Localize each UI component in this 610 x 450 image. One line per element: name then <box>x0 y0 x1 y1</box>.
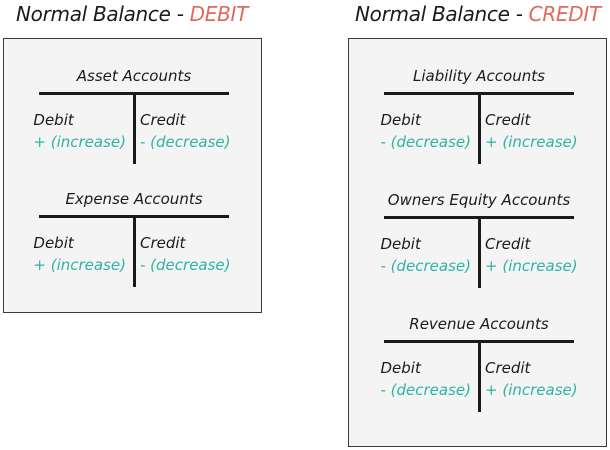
debit-heading-accent: DEBIT <box>189 2 249 26</box>
t-account-liability: Liability Accounts Debit - (decrease) Cr… <box>380 67 578 179</box>
t-account-owners-equity: Owners Equity Accounts Debit - (decrease… <box>380 191 578 303</box>
credit-label: Credit <box>485 111 531 129</box>
debit-effect: + (increase) <box>33 133 126 151</box>
debit-effect: - (decrease) <box>380 381 471 399</box>
debit-label: Debit <box>380 111 421 129</box>
t-account-debit-side: Debit + (increase) <box>33 109 126 153</box>
t-account-expense: Expense Accounts Debit + (increase) Cred… <box>33 190 231 302</box>
debit-heading-prefix: Normal Balance - <box>16 2 190 26</box>
t-account-title: Expense Accounts <box>65 190 203 208</box>
debit-effect: - (decrease) <box>380 133 471 151</box>
t-account-title: Asset Accounts <box>76 67 192 85</box>
t-account-title: Owners Equity Accounts <box>387 191 571 209</box>
credit-heading-accent: CREDIT <box>528 2 602 26</box>
t-account-credit-side: Credit - (decrease) <box>140 109 231 153</box>
t-account-title: Liability Accounts <box>413 67 545 85</box>
t-account-credit-side: Credit + (increase) <box>485 109 578 153</box>
t-account-asset: Asset Accounts Debit + (increase) Credit… <box>33 67 231 179</box>
credit-label: Credit <box>140 111 186 129</box>
debit-label: Debit <box>33 234 74 252</box>
t-account-credit-side: Credit + (increase) <box>485 357 578 401</box>
t-account-divider <box>478 216 481 288</box>
t-account-debit-side: Debit + (increase) <box>33 232 126 276</box>
t-account-credit-side: Credit - (decrease) <box>140 232 231 276</box>
credit-panel: Liability Accounts Debit - (decrease) Cr… <box>348 38 607 447</box>
credit-label: Credit <box>485 235 531 253</box>
credit-effect: + (increase) <box>485 257 578 275</box>
debit-panel: Asset Accounts Debit + (increase) Credit… <box>3 38 262 313</box>
t-account-divider <box>133 215 136 287</box>
t-account-credit-side: Credit + (increase) <box>485 233 578 277</box>
credit-effect: + (increase) <box>485 133 578 151</box>
credit-heading-prefix: Normal Balance - <box>355 2 529 26</box>
credit-heading: Normal Balance - CREDIT <box>355 2 601 26</box>
debit-label: Debit <box>380 359 421 377</box>
t-account-divider <box>478 92 481 164</box>
t-account-revenue: Revenue Accounts Debit - (decrease) Cred… <box>380 315 578 427</box>
debit-label: Debit <box>33 111 74 129</box>
t-account-title: Revenue Accounts <box>409 315 549 333</box>
debit-effect: - (decrease) <box>380 257 471 275</box>
debit-heading: Normal Balance - DEBIT <box>16 2 248 26</box>
debit-effect: + (increase) <box>33 256 126 274</box>
t-account-divider <box>133 92 136 164</box>
credit-label: Credit <box>140 234 186 252</box>
debit-label: Debit <box>380 235 421 253</box>
credit-label: Credit <box>485 359 531 377</box>
credit-effect: - (decrease) <box>140 133 231 151</box>
credit-effect: + (increase) <box>485 381 578 399</box>
t-account-debit-side: Debit - (decrease) <box>380 109 471 153</box>
credit-effect: - (decrease) <box>140 256 231 274</box>
t-account-debit-side: Debit - (decrease) <box>380 357 471 401</box>
t-account-divider <box>478 340 481 412</box>
t-account-debit-side: Debit - (decrease) <box>380 233 471 277</box>
